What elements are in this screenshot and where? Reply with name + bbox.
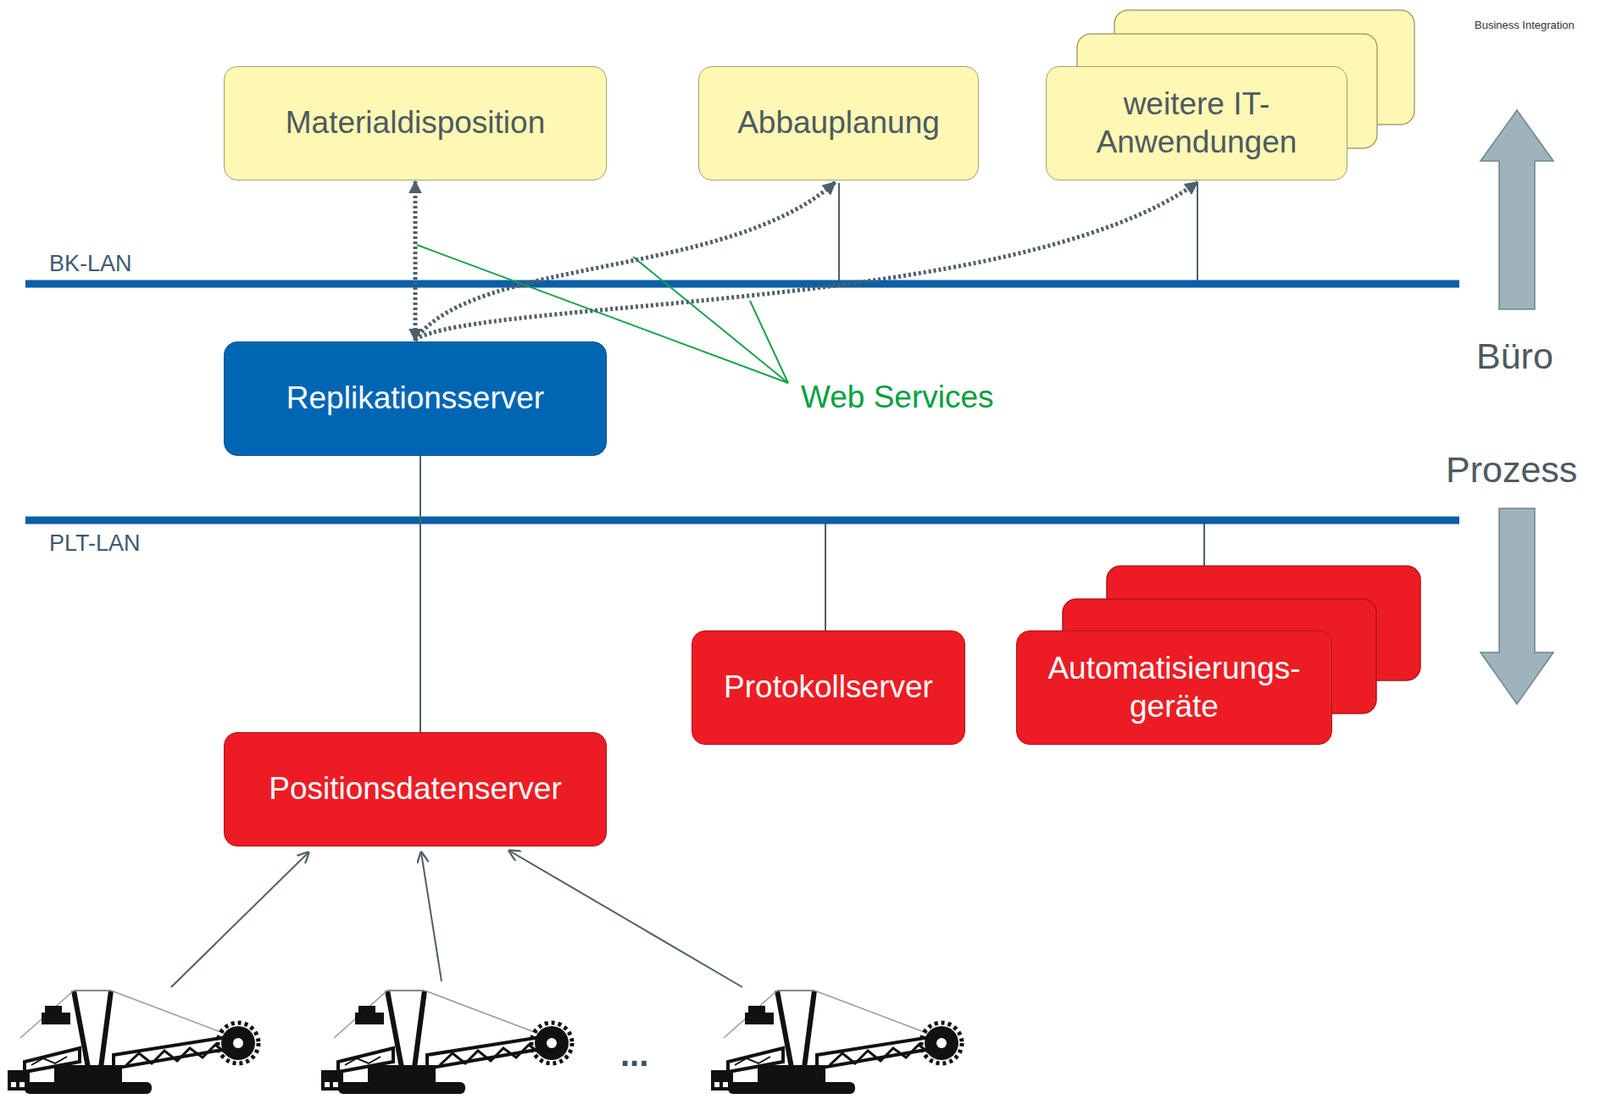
leader-line [750,300,789,384]
application-box: Materialdisposition [223,66,607,181]
zone-label: Büro [1476,335,1554,378]
process-box: Positionsdatenserver [223,732,607,847]
ellipsis: ... [620,1035,649,1074]
logo-text: Business Integration [1474,18,1575,32]
bus-drop [1196,183,1199,281]
server-box: Replikationsserver [223,341,607,456]
annotation-label: Web Services [799,379,996,416]
node-label: Automatisierungs- geräte [1028,650,1320,726]
dotted-connector [413,181,418,341]
node-label: Abbauplanung [737,104,940,142]
dotted-connector [415,182,1198,340]
leader-line [633,256,789,384]
application-box: Abbauplanung [698,66,979,181]
network-label: BK-LAN [49,250,133,278]
application-box: weitere IT- Anwendungen [1045,66,1348,181]
data-arrow [171,852,309,988]
node-label: Protokollserver [723,668,934,706]
process-box: Protokollserver [691,630,966,745]
node-label: Positionsdatenserver [268,770,562,808]
bus-drop [838,183,840,281]
zone-label: Prozess [1445,449,1578,491]
node-label: Materialdisposition [285,104,545,142]
bus-drop [824,523,827,631]
network-label: PLT-LAN [49,530,141,557]
bus-drop [1203,523,1206,567]
excavator-icon [7,990,259,1095]
bk-lan-bus [25,280,1460,289]
data-arrow [421,852,442,982]
excavator-icon [711,990,962,1095]
excavator-icon [321,990,573,1095]
up-arrow [1480,110,1554,310]
down-arrow [1480,508,1554,705]
data-arrow [509,850,743,988]
node-label: weitere IT- Anwendungen [1058,85,1335,162]
solid-connector [419,455,422,733]
process-box: Automatisierungs- geräte [1016,630,1333,745]
node-label: Replikationsserver [286,379,545,417]
dotted-connector [415,182,836,340]
plt-lan-bus [25,516,1460,525]
